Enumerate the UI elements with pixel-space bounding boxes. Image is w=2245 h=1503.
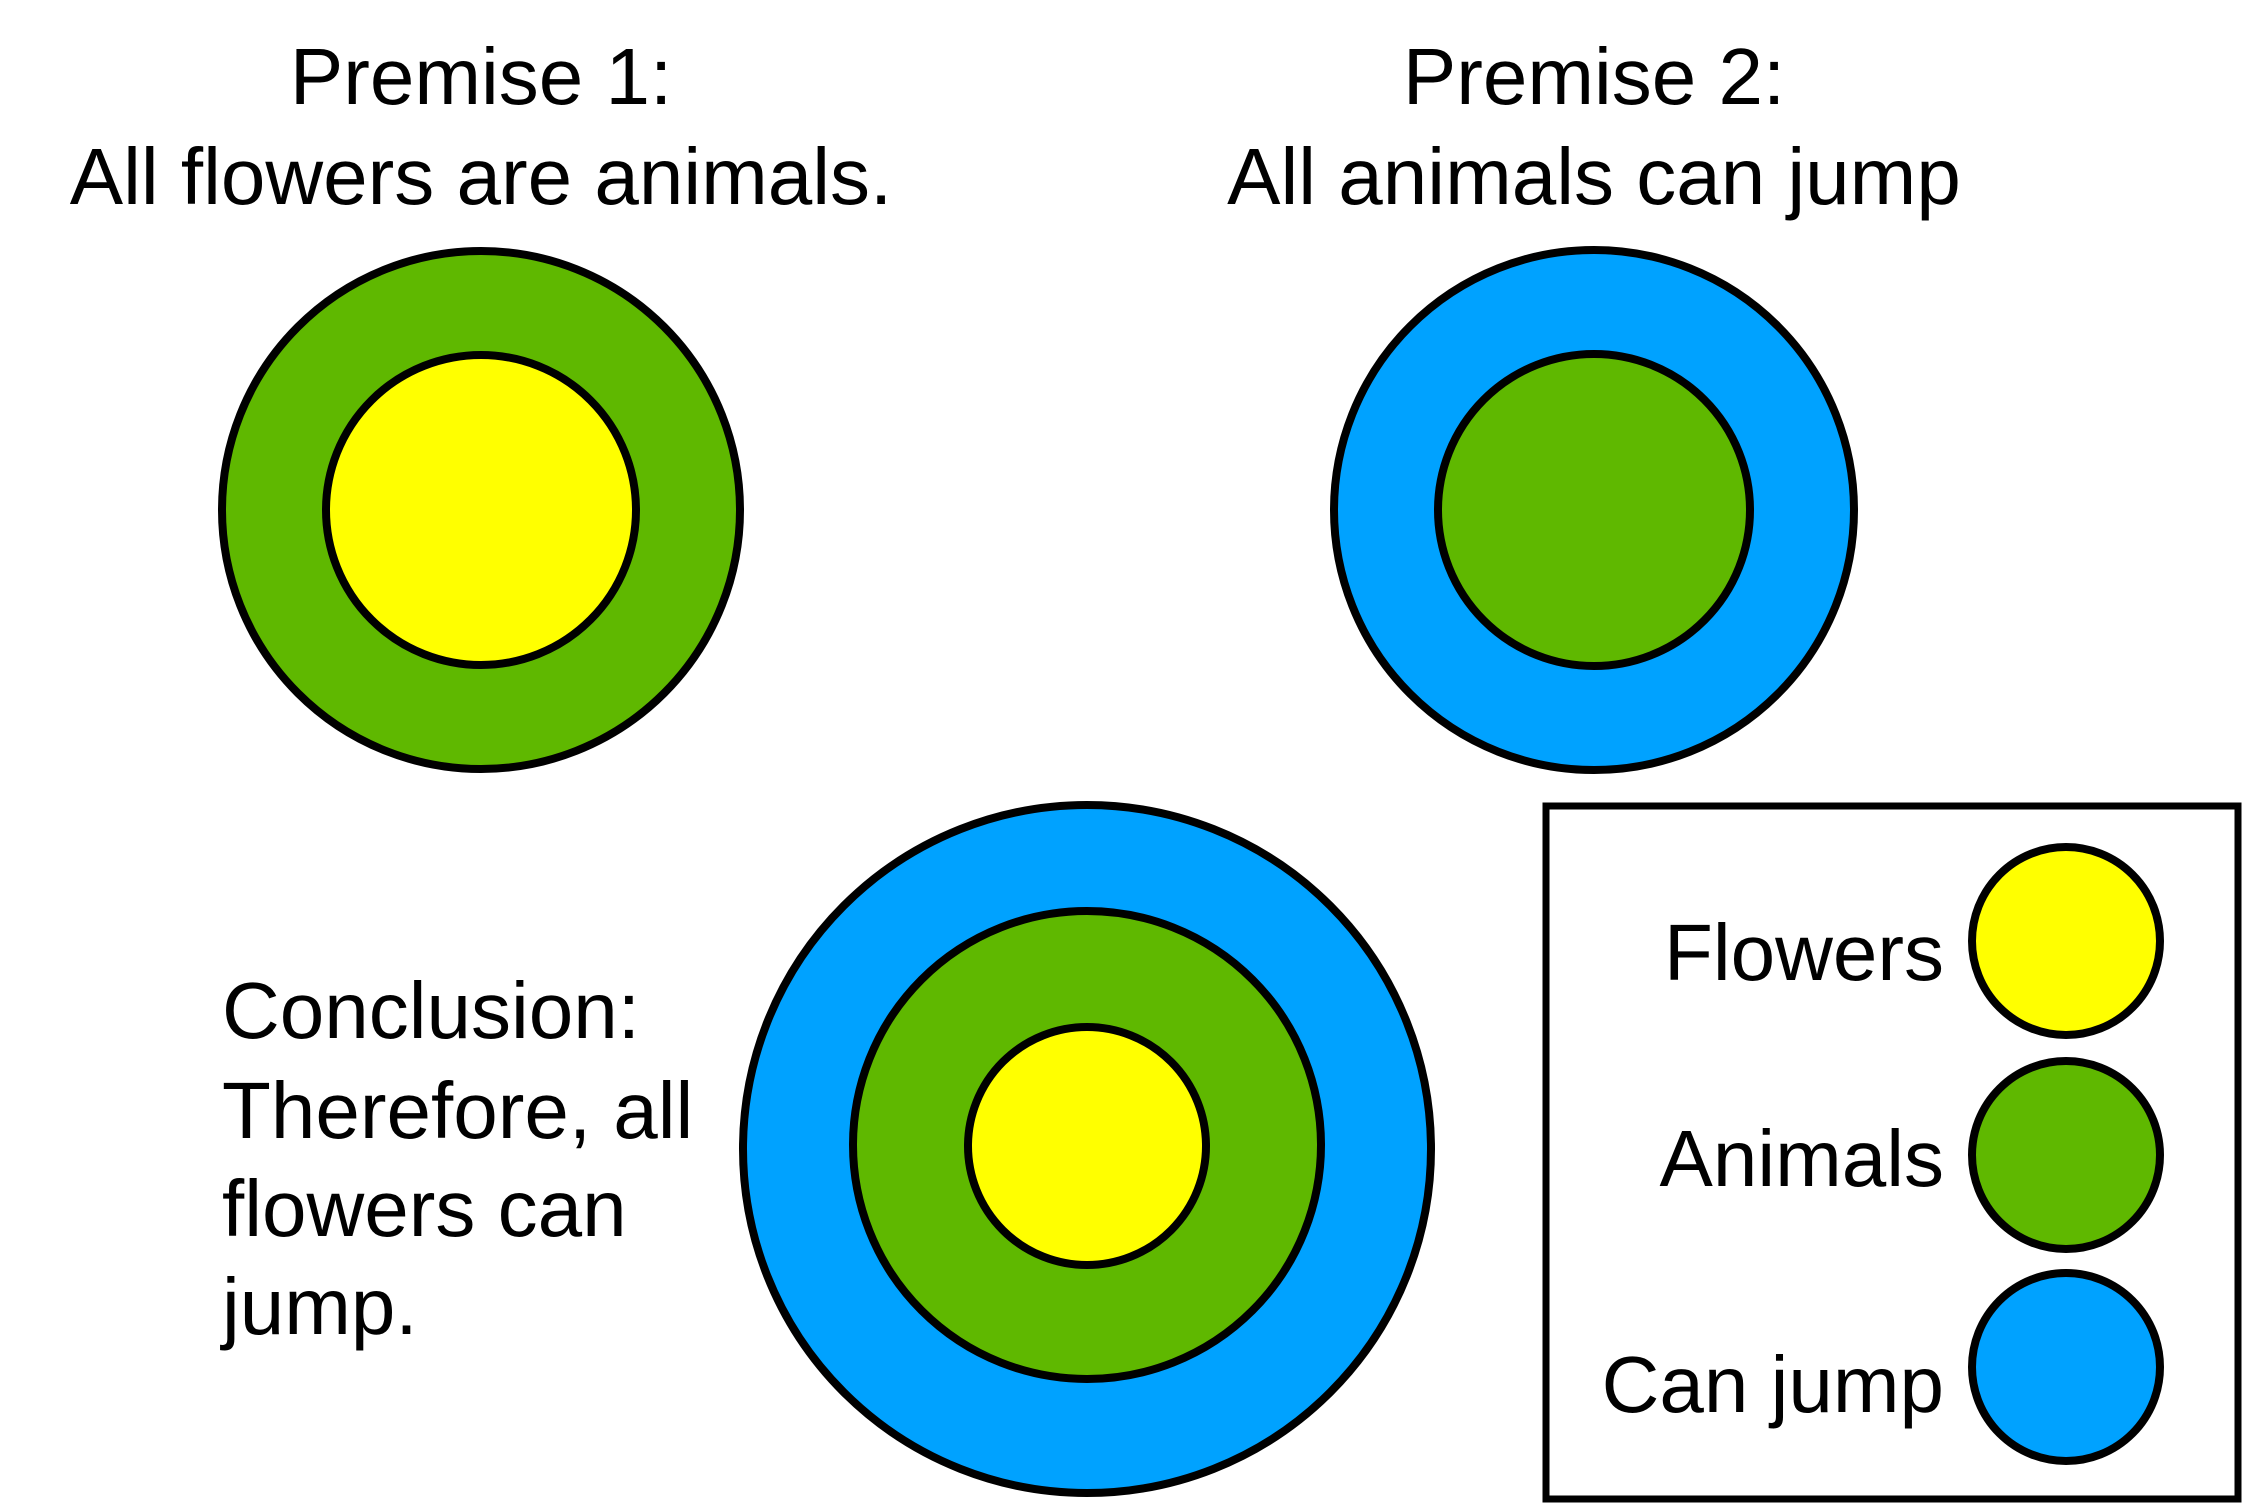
premise2-heading: Premise 2: <box>1403 32 1785 121</box>
premise2-animals-circle <box>1434 350 1754 670</box>
premise1-statement: All flowers are animals. <box>70 132 893 221</box>
conclusion-line-1: Conclusion: <box>222 966 640 1055</box>
legend-item-flowers: Flowers <box>1664 843 2164 1039</box>
premise1-flowers-circle <box>322 351 640 669</box>
premise1-euler-diagram <box>218 247 744 773</box>
conclusion-line-3: flowers can <box>222 1164 627 1253</box>
premise2-statement: All animals can jump <box>1227 132 1961 221</box>
legend-swatch-can-jump <box>1968 1269 2164 1465</box>
conclusion-line-2: Therefore, all <box>222 1066 693 1155</box>
legend-label-flowers: Flowers <box>1664 908 1944 997</box>
conclusion-line-4: jump. <box>220 1262 418 1351</box>
premise2-euler-diagram <box>1330 246 1858 774</box>
conclusion-flowers-circle <box>964 1023 1210 1269</box>
conclusion-euler-diagram <box>739 801 1435 1497</box>
legend: Flowers Animals Can jump <box>1542 802 2242 1503</box>
legend-label-animals: Animals <box>1659 1114 1944 1203</box>
legend-item-can-jump: Can jump <box>1602 1269 2164 1465</box>
legend-label-can-jump: Can jump <box>1602 1340 1944 1429</box>
legend-swatch-animals <box>1968 1057 2164 1253</box>
legend-item-animals: Animals <box>1659 1057 2164 1253</box>
premise1-heading: Premise 1: <box>290 32 672 121</box>
legend-swatch-flowers <box>1968 843 2164 1039</box>
